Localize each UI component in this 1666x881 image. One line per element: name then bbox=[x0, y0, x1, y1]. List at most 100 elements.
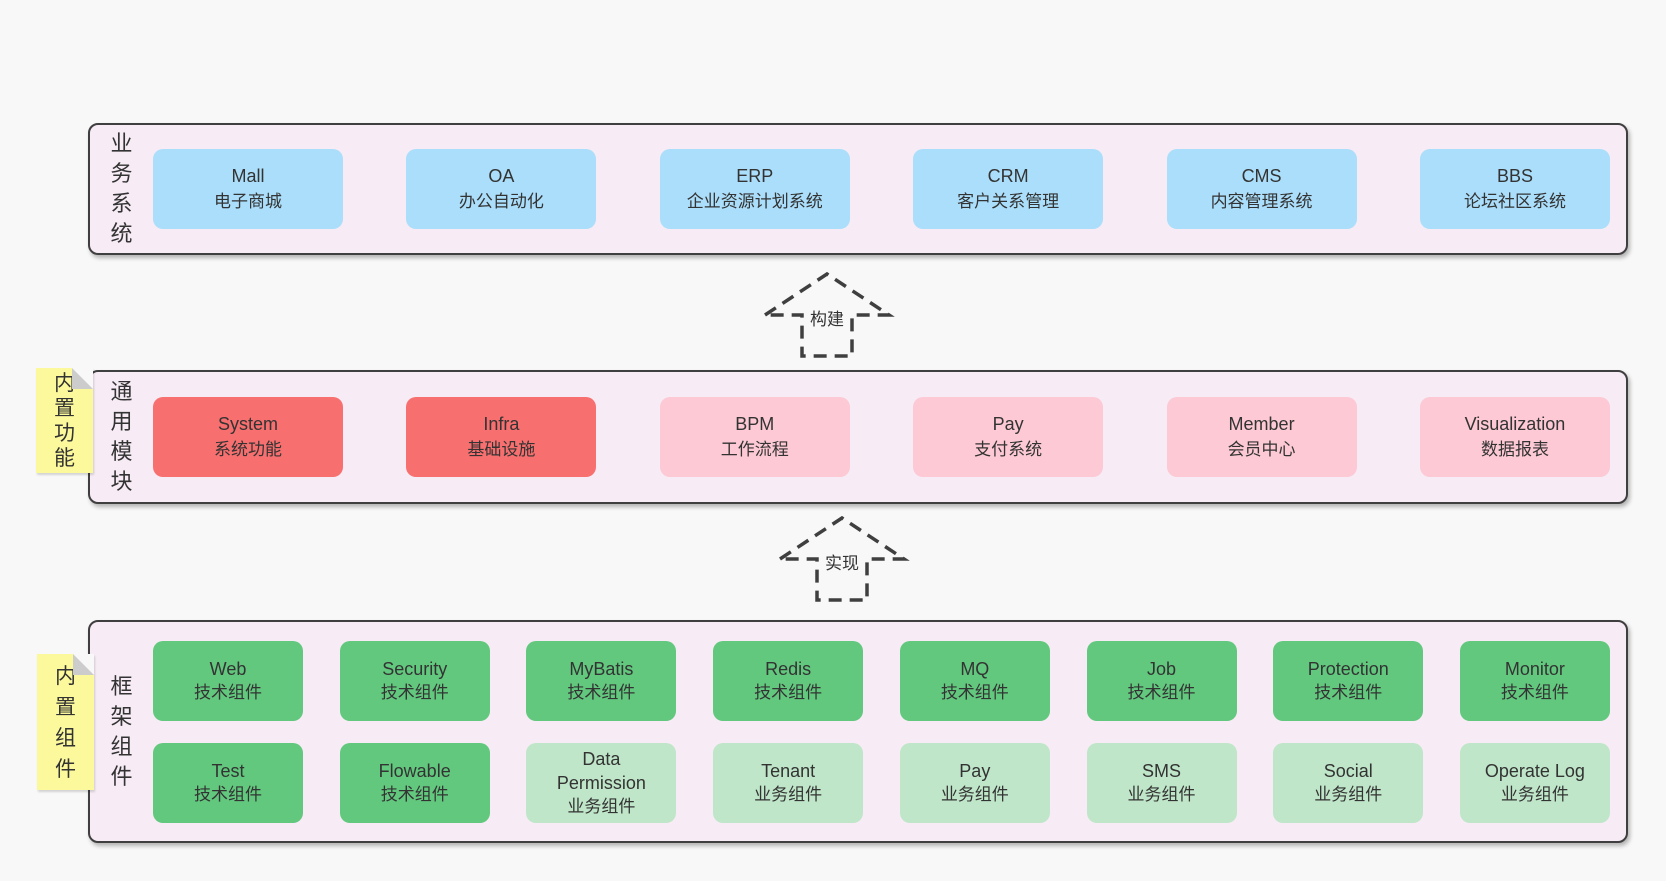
section-label-text: 通用模块 bbox=[110, 379, 133, 494]
box-subtitle: 企业资源计划系统 bbox=[686, 192, 823, 211]
box-title: Member bbox=[1228, 414, 1295, 434]
box-crm: CRM 客户关系管理 bbox=[913, 149, 1104, 229]
box-title: OA bbox=[488, 166, 515, 186]
section-label-text: 框架组件 bbox=[110, 673, 133, 789]
component-row-2: Test 技术组件 Flowable 技术组件 Data Permission … bbox=[153, 742, 1610, 823]
box-title: Flowable bbox=[378, 760, 451, 781]
folded-corner-icon bbox=[72, 368, 93, 389]
section-framework-components: 框架组件 Web 技术组件 Security 技术组件 MyBatis 技术组件… bbox=[88, 620, 1628, 843]
arrow-build: 构建 bbox=[757, 266, 897, 360]
box-subtitle: 技术组件 bbox=[754, 682, 823, 702]
box-sms: SMS 业务组件 bbox=[1086, 742, 1237, 823]
dashed-up-arrow-icon bbox=[774, 515, 910, 602]
box-subtitle: 技术组件 bbox=[1314, 682, 1383, 702]
box-title: Test bbox=[211, 760, 245, 781]
box-subtitle: 技术组件 bbox=[1127, 682, 1196, 702]
box-subtitle: 技术组件 bbox=[380, 682, 449, 702]
box-subtitle: 技术组件 bbox=[380, 784, 449, 804]
business-row: Mall 电子商城 OA 办公自动化 ERP 企业资源计划系统 CRM 客户关系… bbox=[153, 149, 1610, 229]
arrow-build-label: 构建 bbox=[807, 305, 847, 330]
box-title: Tenant bbox=[761, 760, 816, 781]
box-subtitle: 系统功能 bbox=[214, 440, 282, 459]
box-title: Pay bbox=[959, 760, 991, 781]
component-boxes: Web 技术组件 Security 技术组件 MyBatis 技术组件 Redi… bbox=[153, 622, 1626, 841]
section-business-systems: 业务系统 Mall 电子商城 OA 办公自动化 ERP 企业资源计划系统 CRM bbox=[88, 123, 1628, 255]
box-visualization: Visualization 数据报表 bbox=[1419, 397, 1610, 477]
component-row-1: Web 技术组件 Security 技术组件 MyBatis 技术组件 Redi… bbox=[153, 640, 1610, 721]
box-member: Member 会员中心 bbox=[1166, 397, 1357, 477]
section-label-components: 框架组件 bbox=[90, 622, 153, 841]
box-subtitle: 技术组件 bbox=[194, 784, 262, 804]
box-bpm: BPM 工作流程 bbox=[659, 397, 850, 477]
box-title: BBS bbox=[1496, 166, 1533, 186]
box-title: System bbox=[217, 414, 278, 434]
box-title: MyBatis bbox=[569, 658, 634, 679]
box-tenant: Tenant 业务组件 bbox=[713, 742, 864, 823]
box-subtitle: 工作流程 bbox=[720, 440, 789, 459]
box-protection: Protection 技术组件 bbox=[1273, 640, 1424, 721]
box-cms: CMS 内容管理系统 bbox=[1166, 149, 1357, 229]
module-row: System 系统功能 Infra 基础设施 BPM 工作流程 Pay 支付系统… bbox=[153, 397, 1610, 477]
section-label-text: 业务系统 bbox=[110, 131, 133, 246]
box-subtitle: 会员中心 bbox=[1227, 440, 1296, 459]
business-boxes: Mall 电子商城 OA 办公自动化 ERP 企业资源计划系统 CRM 客户关系… bbox=[153, 125, 1626, 253]
box-subtitle: 业务组件 bbox=[567, 796, 636, 816]
box-operate-log: Operate Log 业务组件 bbox=[1459, 742, 1610, 823]
arrow-implement: 实现 bbox=[772, 510, 912, 604]
box-subtitle: 业务组件 bbox=[1127, 784, 1196, 804]
box-system: System 系统功能 bbox=[153, 397, 343, 477]
box-title: Mall bbox=[231, 166, 265, 186]
box-title: Redis bbox=[765, 658, 812, 679]
box-monitor: Monitor 技术组件 bbox=[1459, 640, 1610, 721]
box-title: Pay bbox=[992, 414, 1024, 434]
box-title: Monitor bbox=[1504, 658, 1565, 679]
box-title: CRM bbox=[987, 166, 1029, 186]
box-title: Infra bbox=[483, 414, 520, 434]
box-subtitle: 业务组件 bbox=[1500, 784, 1569, 804]
section-label-business: 业务系统 bbox=[90, 125, 153, 253]
box-title: BPM bbox=[735, 414, 775, 434]
box-title: Social bbox=[1323, 760, 1373, 781]
box-bbs: BBS 论坛社区系统 bbox=[1419, 149, 1610, 229]
box-title: CMS bbox=[1241, 166, 1282, 186]
box-mq: MQ 技术组件 bbox=[899, 640, 1050, 721]
box-subtitle: 客户关系管理 bbox=[957, 192, 1060, 211]
box-title: Job bbox=[1147, 658, 1177, 679]
box-subtitle: 技术组件 bbox=[194, 682, 262, 702]
box-subtitle: 基础设施 bbox=[467, 440, 536, 459]
box-subtitle: 业务组件 bbox=[940, 784, 1009, 804]
box-subtitle: 技术组件 bbox=[1500, 682, 1569, 702]
box-data-permission: Data Permission 业务组件 bbox=[526, 742, 677, 823]
box-subtitle: 技术组件 bbox=[940, 682, 1009, 702]
box-title: Protection bbox=[1307, 658, 1389, 679]
box-redis: Redis 技术组件 bbox=[713, 640, 864, 721]
box-flowable: Flowable 技术组件 bbox=[339, 742, 490, 823]
box-subtitle: 业务组件 bbox=[754, 784, 823, 804]
section-label-modules: 通用模块 bbox=[90, 372, 153, 502]
box-title: Operate Log bbox=[1484, 760, 1585, 781]
box-subtitle: 数据报表 bbox=[1480, 440, 1549, 459]
box-subtitle: 内容管理系统 bbox=[1210, 192, 1313, 211]
box-title: ERP bbox=[736, 166, 774, 186]
arrow-implement-label: 实现 bbox=[822, 549, 862, 574]
folded-corner-icon bbox=[73, 654, 94, 675]
box-subtitle: 办公自动化 bbox=[458, 192, 544, 211]
box-title: Web bbox=[209, 658, 247, 679]
box-title: MQ bbox=[960, 658, 990, 679]
note-builtin-features: 内置功能 bbox=[36, 368, 93, 473]
box-erp: ERP 企业资源计划系统 bbox=[659, 149, 850, 229]
module-boxes: System 系统功能 Infra 基础设施 BPM 工作流程 Pay 支付系统… bbox=[153, 372, 1626, 502]
box-subtitle: 业务组件 bbox=[1314, 784, 1383, 804]
box-subtitle: 支付系统 bbox=[974, 440, 1043, 459]
box-job: Job 技术组件 bbox=[1086, 640, 1237, 721]
box-web: Web 技术组件 bbox=[153, 640, 303, 721]
dashed-up-arrow-icon bbox=[759, 271, 895, 358]
box-title: Visualization bbox=[1464, 414, 1566, 434]
box-title: Data Permission bbox=[556, 748, 646, 793]
box-test: Test 技术组件 bbox=[153, 742, 303, 823]
box-subtitle: 论坛社区系统 bbox=[1463, 192, 1566, 211]
box-social: Social 业务组件 bbox=[1273, 742, 1424, 823]
section-common-modules: 通用模块 System 系统功能 Infra 基础设施 BPM 工作流程 Pay bbox=[88, 370, 1628, 504]
box-mall: Mall 电子商城 bbox=[153, 149, 343, 229]
